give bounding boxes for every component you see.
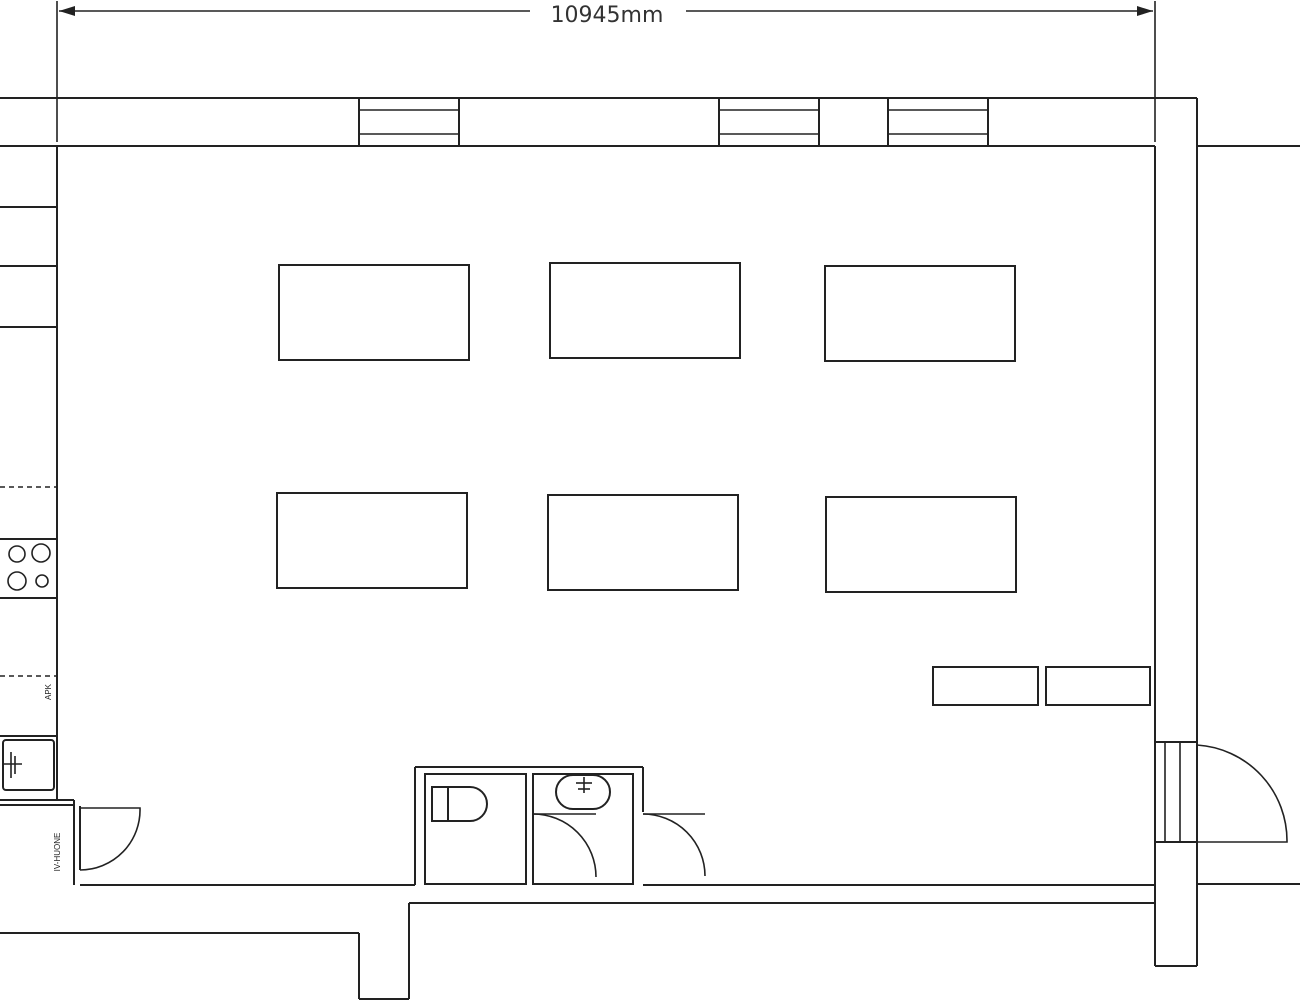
window-3 bbox=[887, 97, 989, 147]
table-3 bbox=[824, 265, 1016, 362]
bench-1 bbox=[932, 666, 1039, 706]
table-5 bbox=[547, 494, 739, 591]
kitchen-counter-label: APK bbox=[44, 683, 53, 700]
stove-icon bbox=[7, 543, 51, 591]
bottom-wall bbox=[0, 884, 1155, 1000]
dimension-line: 10945mm bbox=[56, 1, 1156, 142]
utility-room: IV-HUONE bbox=[0, 799, 141, 885]
utility-room-label: IV-HUONE bbox=[53, 833, 62, 872]
table-4 bbox=[276, 492, 468, 589]
restroom-block bbox=[414, 766, 644, 885]
dimension-label: 10945mm bbox=[551, 3, 664, 28]
table-6 bbox=[825, 496, 1017, 593]
tables bbox=[276, 262, 1017, 593]
sink-icon bbox=[2, 739, 55, 791]
window-1 bbox=[358, 97, 460, 147]
restroom-door-1 bbox=[532, 813, 597, 878]
kitchen-counter: APK bbox=[0, 146, 58, 800]
toilet-icon bbox=[431, 786, 488, 822]
restroom-door-2 bbox=[642, 813, 706, 877]
benches bbox=[932, 666, 1151, 706]
table-1 bbox=[278, 264, 470, 361]
window-2 bbox=[718, 97, 820, 147]
washbasin-icon bbox=[555, 774, 611, 810]
bench-2 bbox=[1045, 666, 1151, 706]
entry-door bbox=[1154, 741, 1288, 843]
top-wall bbox=[0, 97, 1300, 147]
table-2 bbox=[549, 262, 741, 359]
